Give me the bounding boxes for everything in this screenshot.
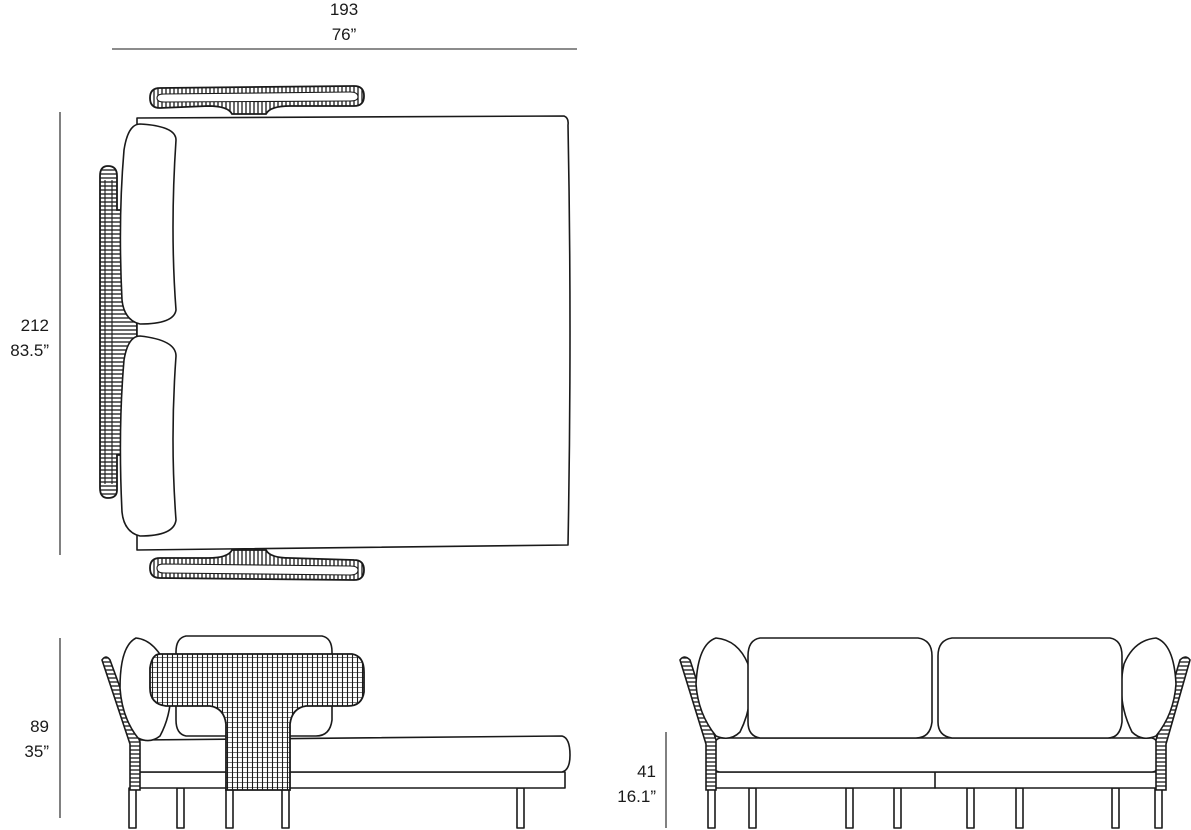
seat-platform-top — [136, 115, 571, 551]
front-end-cushion-right — [1120, 637, 1177, 740]
front-end-cushion-left — [695, 637, 752, 740]
side-base-frame — [135, 771, 566, 789]
height-metric-label: 89 — [30, 717, 49, 736]
bottom-armrest — [149, 549, 365, 581]
top-view: 193 76” 212 83.5” — [10, 0, 577, 581]
side-back-support — [101, 656, 141, 791]
front-legs — [707, 787, 1163, 829]
back-cushion-top-upper — [119, 123, 177, 325]
front-arm-support-right — [1155, 656, 1191, 791]
seat-height-imperial-label: 16.1” — [617, 787, 656, 806]
seat-height-metric-label: 41 — [637, 762, 656, 781]
width-imperial-label: 76” — [332, 25, 357, 44]
height-imperial-label: 35” — [24, 742, 49, 761]
top-armrest — [149, 85, 365, 115]
width-metric-label: 193 — [330, 0, 358, 19]
front-back-cushion-left — [747, 637, 933, 739]
front-seat-cushion — [711, 737, 1161, 773]
front-view: 41 16.1” — [617, 637, 1191, 829]
front-back-cushion-right — [937, 637, 1123, 739]
front-base-frame — [712, 771, 1160, 789]
back-cushion-top-lower — [119, 335, 177, 537]
side-view: 89 35” — [24, 635, 571, 829]
depth-imperial-label: 83.5” — [10, 341, 49, 360]
front-arm-support-left — [679, 656, 717, 791]
side-armrest — [149, 653, 365, 791]
side-seat-cushion — [131, 735, 571, 773]
side-legs — [128, 787, 525, 829]
depth-metric-label: 212 — [21, 316, 49, 335]
